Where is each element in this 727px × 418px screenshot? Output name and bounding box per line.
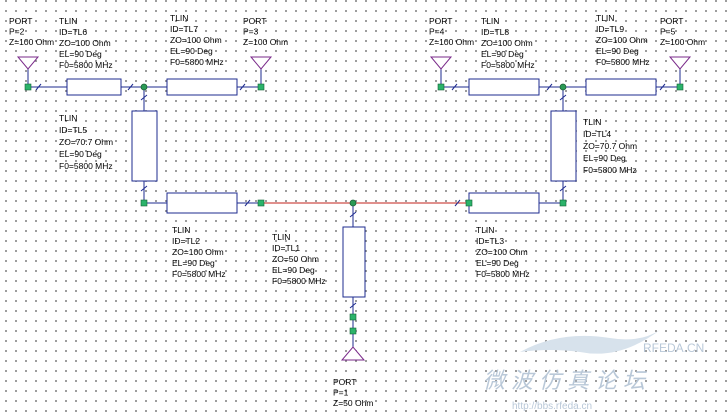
tl8-label: TLIN ID=TL8 ZO=100 Ohm EL=90 Deg F0=5800… (481, 16, 535, 70)
port-p3-icon[interactable] (249, 56, 273, 70)
watermark-url: http://bbs.rfeda.cn (512, 401, 592, 412)
tl1-label: TLIN ID=TL1 ZO=50 Ohm EL=90 Deg F0=5800 … (272, 232, 326, 286)
port-p1-label: PORT P=1 Z=50 Ohm (333, 377, 373, 408)
port-p4-label: PORT P=4 Z=100 Ohm (429, 16, 474, 47)
junction-node-left (140, 83, 148, 91)
junction-node-center (349, 199, 357, 207)
pins (24, 83, 684, 335)
tl8-box[interactable] (468, 78, 540, 96)
tl7-box[interactable] (166, 78, 238, 96)
tl5-box[interactable] (131, 110, 158, 182)
port-p2-icon[interactable] (16, 56, 40, 70)
tl3-box[interactable] (468, 192, 540, 214)
junction-node-right (559, 83, 567, 91)
slash-ticks (35, 83, 666, 309)
port-p1-icon[interactable] (340, 334, 366, 361)
port-p4-icon[interactable] (429, 56, 453, 70)
tl3-label: TLIN ID=TL3 ZO=100 Ohm EL=90 Deg F0=5800… (476, 225, 530, 279)
port-p5-label: PORT P=5 Z=100 Ohm (660, 16, 705, 47)
port-p3-label: PORT P=3 Z=100 Ohm (243, 16, 288, 47)
port-p2-label: PORT P=2 Z=100 Ohm (9, 16, 54, 47)
tl6-label: TLIN ID=TL6 ZO=100 Ohm EL=90 Deg F0=5800… (59, 16, 113, 70)
tl1-box[interactable] (342, 226, 366, 298)
tl4-box[interactable] (550, 110, 577, 182)
tl9-box[interactable] (585, 78, 657, 96)
tl2-label: TLIN ID=TL2 ZO=100 Ohm EL=90 Deg F0=5800… (172, 225, 226, 279)
watermark: RFEDA.CN 微波仿真论坛 http://bbs.rfeda.cn (483, 330, 704, 412)
watermark-title: 微波仿真论坛 (483, 369, 651, 394)
tl4-label: TLIN ID=TL4 ZO=70.7 Ohm EL=90 Deg F0=580… (583, 117, 639, 175)
tl9-label: TLIN ID=TL9 ZO=100 Ohm EL=90 Deg F0=5800… (596, 13, 650, 67)
watermark-site: RFEDA.CN (643, 341, 704, 355)
tl5-label: TLIN ID=TL5 ZO=70.7 Ohm EL=90 Deg F0=580… (59, 113, 115, 171)
tl6-box[interactable] (66, 78, 122, 96)
tl2-box[interactable] (166, 192, 238, 214)
tl7-label: TLIN ID=TL7 ZO=100 Ohm EL=90 Deg F0=5800… (170, 13, 224, 67)
port-p5-icon[interactable] (668, 56, 692, 70)
